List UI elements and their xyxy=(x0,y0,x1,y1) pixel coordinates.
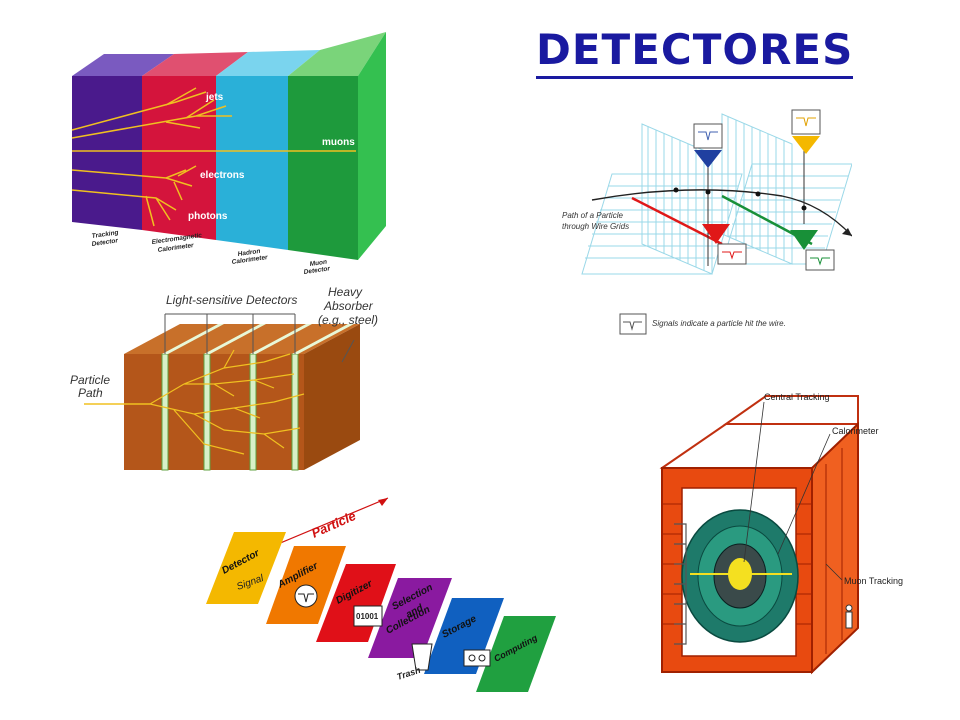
absorber-label-1: Heavy xyxy=(328,285,363,299)
absorber-top xyxy=(124,324,360,354)
particle-shower xyxy=(149,349,305,455)
jets-label: jets xyxy=(205,92,224,103)
calorimeter-label: Calorimeter xyxy=(832,426,879,436)
absorber-label-3: (e.g., steel) xyxy=(318,313,378,327)
tracking-layer xyxy=(72,76,142,230)
muons-label: muons xyxy=(322,137,355,148)
particle-path-label-1: Particle xyxy=(70,373,110,387)
stage-storage xyxy=(424,598,504,674)
hit-point-2 xyxy=(801,205,807,211)
electrons-label: electrons xyxy=(200,170,245,181)
stage-computing xyxy=(476,616,556,692)
amplifier-signal-wave xyxy=(298,593,314,603)
muon-label-2: Detector xyxy=(303,265,331,276)
detector-plate-3 xyxy=(249,353,257,471)
wire-grids xyxy=(581,113,852,275)
hadron-layer-top xyxy=(216,50,320,76)
muon-layer xyxy=(288,76,358,260)
data-flow-panel: Particle Detector Amplifier Digitizer Se… xyxy=(206,497,556,692)
path-label-2: through Wire Grids xyxy=(562,222,629,231)
particle-labels: jets muons electrons photons xyxy=(188,92,355,222)
particle-path xyxy=(591,189,852,237)
wire-grid-right xyxy=(721,113,852,265)
photons-label: photons xyxy=(188,211,228,222)
signal-legend-icon xyxy=(623,321,642,331)
amplifier-signal-icon xyxy=(294,584,318,608)
stage-detector xyxy=(206,532,286,604)
muon-layer-side xyxy=(358,32,386,260)
red-signal-marker xyxy=(702,224,747,265)
signal-legend: Signals indicate a particle hit the wire… xyxy=(619,313,786,335)
muon-layer-top xyxy=(288,32,386,76)
ladders xyxy=(674,523,687,645)
grid-lines xyxy=(662,448,843,654)
detectors-label: Light-sensitive Detectors xyxy=(166,293,297,307)
signal-note: Signals indicate a particle hit the wire… xyxy=(652,319,786,328)
digitizer-display xyxy=(353,605,383,627)
hadron-layer xyxy=(216,76,288,250)
tracking-label-2: Detector xyxy=(91,237,119,248)
detector-plates xyxy=(161,324,354,471)
cutaway-callouts xyxy=(743,401,843,581)
muon-tracking-label: Muon Tracking xyxy=(844,576,903,586)
yellow-signal-marker xyxy=(791,109,821,154)
tracking-label-1: Tracking xyxy=(91,229,119,240)
calorimeter-panel: Light-sensitive Detectors Heavy Absorber… xyxy=(70,285,378,471)
blue-signal-marker xyxy=(693,123,723,168)
detector-cutaway-panel: Central Tracking Calorimeter Muon Tracki… xyxy=(659,392,903,675)
red-hit-track xyxy=(631,196,723,246)
shell-side xyxy=(811,421,859,675)
digits-label: 01001 xyxy=(356,612,379,621)
storage-tape-icon xyxy=(463,649,491,667)
tracking-layer-top xyxy=(72,54,174,76)
particle-path-label-2: Path xyxy=(78,386,103,400)
path-label-1: Path of a Particle xyxy=(562,211,623,220)
detector-plate-1 xyxy=(161,353,169,471)
stage-selection xyxy=(368,578,452,658)
hadron-label-2: Calorimeter xyxy=(231,254,268,266)
detector-callouts xyxy=(164,313,355,363)
absorber-label-2: Absorber xyxy=(323,299,374,313)
absorber-side xyxy=(304,324,360,470)
em-layer-top xyxy=(142,52,248,76)
em-layer xyxy=(142,76,216,240)
hit-point-1 xyxy=(705,189,711,195)
detector-plate-4 xyxy=(291,353,299,471)
absorber-front xyxy=(124,354,304,470)
path-arrowhead xyxy=(842,228,852,236)
inner-barrel xyxy=(681,509,799,643)
layer-blocks xyxy=(72,32,386,260)
trash-can-icon xyxy=(411,643,433,671)
particle-tracks xyxy=(71,87,356,227)
detector-layers-panel: jets muons electrons photons Tracking De… xyxy=(71,32,386,276)
green-signal-marker xyxy=(790,230,835,271)
hit-point-3 xyxy=(673,187,679,193)
central-tracking-label: Central Tracking xyxy=(764,392,830,402)
muon-label-1: Muon xyxy=(309,259,327,268)
hit-point-4 xyxy=(755,191,761,197)
slide-title: DETECTORES xyxy=(536,26,854,79)
trash-label: Trash xyxy=(396,665,423,682)
wire-grid-panel: Path of a Particle through Wire Grids Si… xyxy=(562,109,852,335)
shell-top-ridge xyxy=(722,395,859,425)
stage-digitizer xyxy=(316,564,396,642)
particle-label: Particle xyxy=(309,508,358,541)
hadron-label-1: Hadron xyxy=(237,248,261,258)
person-figure-icon xyxy=(845,604,853,629)
particle-arrowhead xyxy=(378,498,388,506)
